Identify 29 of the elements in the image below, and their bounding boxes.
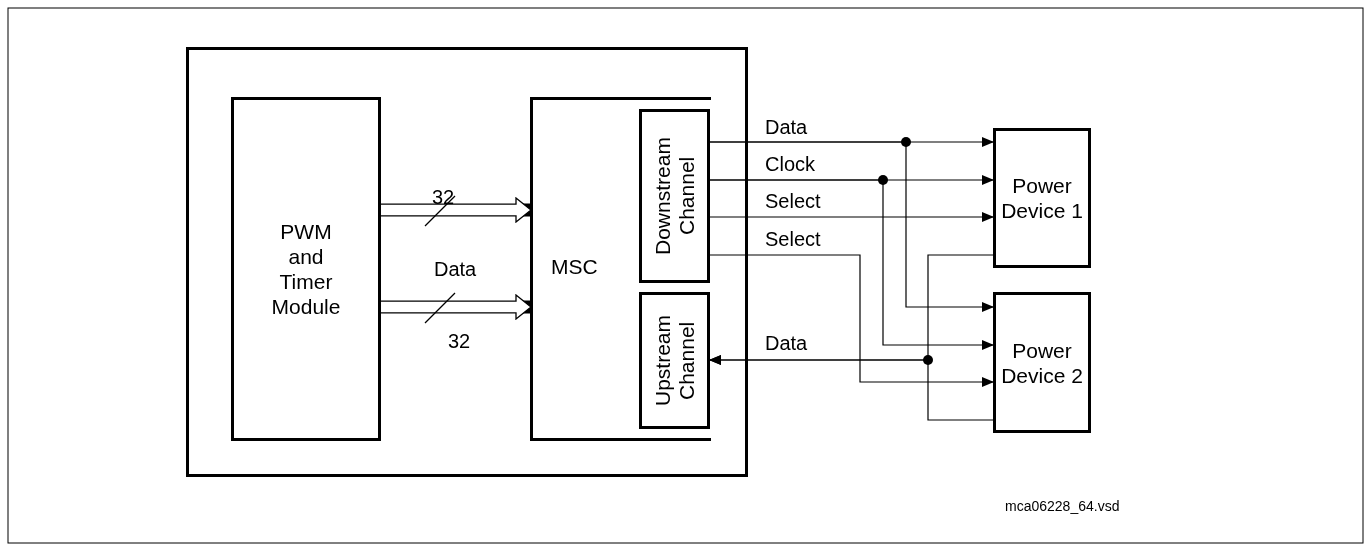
node-label: Downstream Channel bbox=[649, 136, 699, 257]
edge-label: Data bbox=[765, 116, 808, 138]
edge-label: Select bbox=[765, 190, 821, 212]
process-box bbox=[231, 97, 381, 441]
process-box bbox=[530, 97, 711, 441]
node-label: Power Device 2 bbox=[1000, 337, 1084, 388]
edge-label: 32 bbox=[432, 186, 455, 208]
edge-label: Data bbox=[765, 332, 808, 354]
edge-label: 32 bbox=[448, 330, 471, 352]
bus-arrow bbox=[381, 197, 532, 223]
signal-arrow bbox=[709, 179, 995, 350]
signal-arrow bbox=[709, 141, 995, 312]
signal-arrow bbox=[708, 355, 994, 421]
module-box bbox=[186, 47, 748, 477]
signal-label: Data bbox=[434, 258, 477, 280]
node-label: MSC bbox=[551, 254, 598, 279]
edge-label: Select bbox=[765, 228, 821, 250]
node-label: PWM and Timer Module bbox=[270, 219, 342, 319]
device-box bbox=[993, 292, 1091, 433]
channel-box bbox=[639, 109, 710, 283]
bus-arrow bbox=[381, 294, 532, 320]
node-label: Upstream Channel bbox=[649, 314, 699, 408]
file-name: mca06228_64.vsd bbox=[1005, 497, 1120, 516]
edge-label: Clock bbox=[765, 153, 815, 175]
device-box bbox=[993, 128, 1091, 268]
signal-arrow bbox=[709, 254, 995, 387]
signal-arrow bbox=[709, 212, 995, 222]
channel-box bbox=[639, 292, 710, 429]
node-label: Power Device 1 bbox=[1000, 173, 1084, 223]
